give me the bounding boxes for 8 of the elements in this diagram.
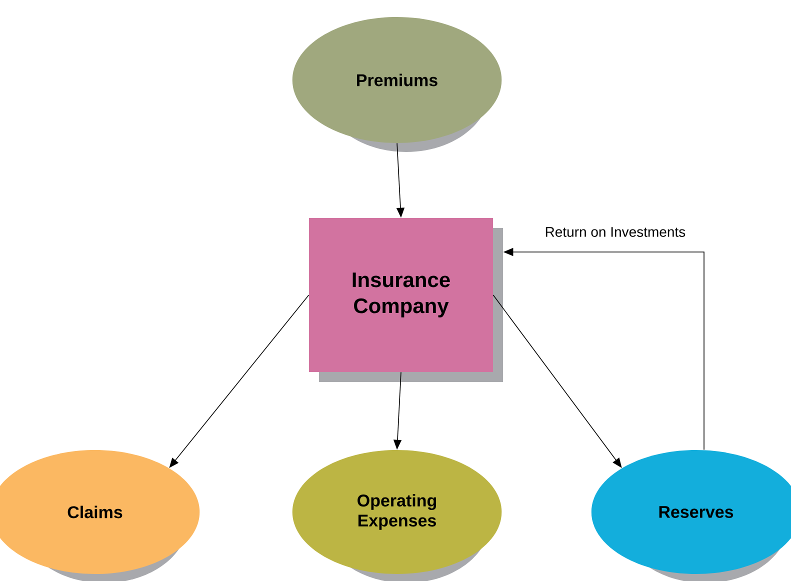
edge-label: Return on Investments xyxy=(544,226,687,238)
oval-node: Premiums xyxy=(292,17,502,152)
arrow xyxy=(492,294,622,468)
oval-node: Claims xyxy=(0,450,200,581)
oval-node: Reserves xyxy=(591,450,791,581)
arrow xyxy=(169,294,310,468)
oval-node: Operating Expenses xyxy=(292,450,502,581)
process-box: Insurance Company xyxy=(309,218,503,382)
